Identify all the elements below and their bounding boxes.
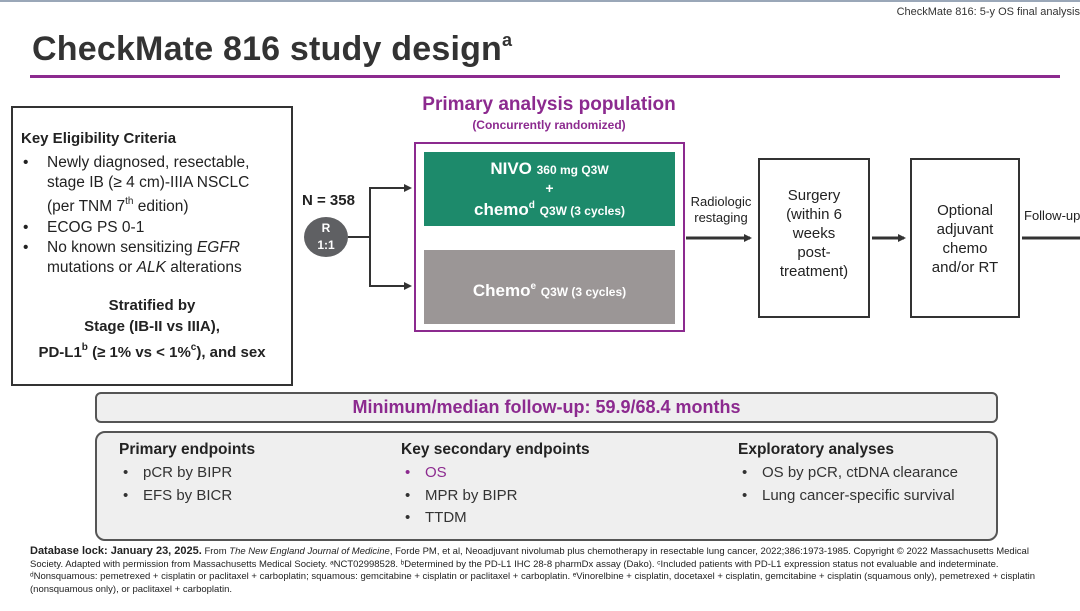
- chemo-arm: Chemoe Q3W (3 cycles): [424, 250, 675, 324]
- exploratory-analyses-title: Exploratory analyses: [738, 441, 894, 458]
- optional-l1: Optional: [937, 202, 993, 219]
- secondary-endpoints: Key secondary endpoints OS MPR by BIPR T…: [401, 441, 590, 530]
- eligibility-item-mut-alk: ALK: [136, 258, 166, 276]
- list-item: Lung cancer-specific survival: [738, 485, 958, 508]
- eligibility-list: Newly diagnosed, resectable, stage IB (≥…: [21, 153, 283, 277]
- footnote: Database lock: January 23, 2025. From Th…: [30, 545, 1060, 596]
- chemo-sup: e: [530, 281, 537, 292]
- nivo-arm-line3: chemod Q3W (3 cycles): [424, 195, 675, 222]
- footnote-rest: , Forde PM, et al, Neoadjuvant nivolumab…: [30, 546, 1035, 595]
- top-rule: [0, 0, 1080, 2]
- strat-line2a: PD-L1: [38, 344, 82, 361]
- page-title: CheckMate 816 study designa: [32, 30, 512, 69]
- strat-sup-b: b: [81, 342, 88, 353]
- surgery-box: Surgery (within 6 weeks post- treatment): [758, 158, 870, 318]
- title-rule: [30, 75, 1060, 78]
- list-item: EFS by BICR: [119, 485, 255, 508]
- strat-line2b: (≥ 1% vs < 1%: [87, 344, 191, 361]
- eligibility-item-mutations: No known sensitizing EGFR mutations or A…: [21, 238, 283, 277]
- restaging-label: Radiologic restaging: [688, 194, 754, 226]
- followup-label: Follow-up: [1024, 208, 1080, 223]
- nivo-dose: 360 mg Q3W: [536, 163, 609, 177]
- list-item: OS: [401, 462, 590, 485]
- optional-adjuvant-box: Optional adjuvant chemo and/or RT: [910, 158, 1020, 318]
- list-item: TTDM: [401, 507, 590, 530]
- population-title: Primary analysis population: [422, 94, 676, 115]
- population-box: [414, 142, 685, 332]
- nivo-name: NIVO: [490, 159, 532, 178]
- endpoints-panel: Primary endpoints pCR by BIPR EFS by BIC…: [95, 431, 998, 541]
- eligibility-title: Key Eligibility Criteria: [21, 130, 177, 147]
- randomization-ratio: 1:1: [317, 238, 335, 252]
- primary-endpoints: Primary endpoints pCR by BIPR EFS by BIC…: [119, 441, 255, 507]
- footnote-lock: Database lock: January 23, 2025.: [30, 545, 202, 557]
- strat-sup-c: c: [190, 342, 197, 353]
- strat-title: Stratified by: [108, 297, 196, 314]
- footnote-from: From: [201, 546, 230, 557]
- sample-size: N = 358: [302, 192, 355, 209]
- eligibility-item-stage: Newly diagnosed, resectable, stage IB (≥…: [21, 153, 283, 217]
- restaging-l1: Radiologic: [690, 194, 752, 209]
- footnote-journal: The New England Journal of Medicine: [229, 546, 390, 557]
- eligibility-box: Key Eligibility Criteria Newly diagnosed…: [11, 106, 293, 386]
- followup-bar: Minimum/median follow-up: 59.9/68.4 mont…: [95, 392, 998, 423]
- eligibility-item-stage-sup: th: [125, 196, 134, 207]
- exploratory-analyses: Exploratory analyses OS by pCR, ctDNA cl…: [738, 441, 958, 507]
- optional-l4: and/or RT: [931, 259, 999, 276]
- strat-line2c: ), and sex: [196, 344, 266, 361]
- population-subtitle: (Concurrently randomized): [472, 118, 626, 132]
- optional-l2: adjuvant: [936, 221, 994, 238]
- nivo-chemo-word: chemo: [473, 200, 529, 219]
- list-item: OS by pCR, ctDNA clearance: [738, 462, 958, 485]
- header-tag: CheckMate 816: 5-y OS final analysis: [896, 6, 1080, 18]
- randomization-circle: R 1:1: [304, 217, 348, 257]
- eligibility-item-stage-l3a: (per TNM 7: [47, 198, 126, 215]
- eligibility-item-mut-a: No known sensitizing: [47, 239, 197, 256]
- secondary-endpoints-list: OS MPR by BIPR TTDM: [401, 462, 590, 530]
- eligibility-item-mut-b: mutations or: [47, 258, 137, 276]
- chemo-dose: Q3W (3 cycles): [540, 285, 627, 299]
- eligibility-item-mut-c: alterations: [165, 258, 242, 276]
- eligibility-item-ecog: ECOG PS 0-1: [21, 218, 283, 238]
- nivo-arm: NIVO 360 mg Q3W + chemod Q3W (3 cycles): [424, 152, 675, 226]
- page-title-text: CheckMate 816 study design: [32, 30, 503, 68]
- chemo-word: Chemo: [472, 281, 531, 300]
- restaging-l2: restaging: [694, 210, 748, 225]
- eligibility-item-stage-l3b: edition): [133, 198, 189, 215]
- list-item: MPR by BIPR: [401, 485, 590, 508]
- stratification: Stratified by Stage (IB-II vs IIIA), PD-…: [21, 295, 283, 363]
- nivo-chemo-sup: d: [528, 200, 535, 211]
- page-title-sup: a: [502, 30, 513, 50]
- optional-l3: chemo: [942, 240, 988, 257]
- surgery-l3: weeks: [792, 225, 836, 242]
- secondary-endpoints-title: Key secondary endpoints: [401, 441, 590, 458]
- strat-line1: Stage (IB-II vs IIIA),: [84, 318, 220, 335]
- randomization-r: R: [321, 221, 331, 235]
- exploratory-analyses-list: OS by pCR, ctDNA clearance Lung cancer-s…: [738, 462, 958, 507]
- nivo-arm-plus: +: [545, 180, 554, 196]
- eligibility-item-stage-l1: Newly diagnosed, resectable,: [47, 154, 250, 171]
- nivo-chemo-dose: Q3W (3 cycles): [539, 204, 625, 218]
- eligibility-item-stage-l2: stage IB (≥ 4 cm)-IIIA NSCLC: [47, 173, 250, 191]
- surgery-l1: Surgery: [787, 187, 841, 204]
- surgery-l2: (within 6: [786, 206, 842, 223]
- surgery-l5: treatment): [779, 263, 849, 280]
- list-item: pCR by BIPR: [119, 462, 255, 485]
- primary-endpoints-list: pCR by BIPR EFS by BICR: [119, 462, 255, 507]
- eligibility-item-mut-egfr: EGFR: [196, 239, 240, 256]
- nivo-arm-line1: NIVO 360 mg Q3W: [424, 158, 675, 181]
- primary-endpoints-title: Primary endpoints: [119, 441, 256, 458]
- surgery-l4: post-: [797, 244, 831, 261]
